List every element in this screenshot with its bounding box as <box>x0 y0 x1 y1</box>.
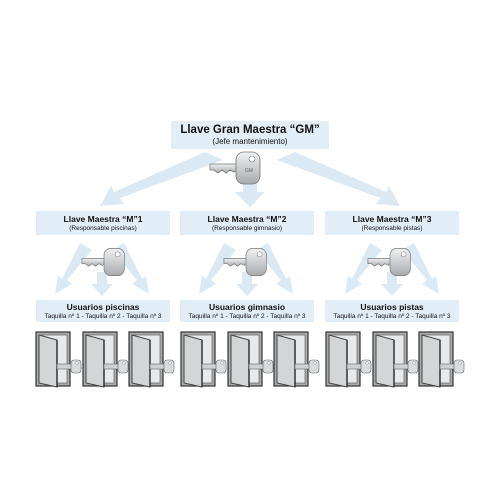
arrow-gm-to-m1 <box>100 152 223 206</box>
users-box-2: Usuarios gimnasio Taquilla nº 1 - Taquil… <box>180 300 314 322</box>
users-subtitle-2: Taquilla nº 1 - Taquilla nº 2 - Taquilla… <box>188 313 306 320</box>
locker-door-icon <box>82 331 130 394</box>
locker-door-icon <box>35 331 83 394</box>
master-title-3: Llave Maestra “M”3 <box>352 214 432 224</box>
users-box-1: Usuarios piscinas Taquilla nº 1 - Taquil… <box>36 300 170 322</box>
grand-master-key-icon: GM <box>209 151 261 185</box>
master-box-2: Llave Maestra “M”2 (Responsable gimnasio… <box>180 211 314 235</box>
grand-master-title: Llave Gran Maestra “GM” <box>180 124 320 136</box>
master-key-3-icon <box>367 248 411 276</box>
svg-text:GM: GM <box>245 168 253 174</box>
master-box-1: Llave Maestra “M”1 (Responsable piscinas… <box>36 211 170 235</box>
locker-door-icon <box>418 331 466 394</box>
arrow-m3-to-lockers <box>345 243 439 296</box>
master-box-3: Llave Maestra “M”3 (Responsable pistas) <box>325 211 459 235</box>
locker-door-icon <box>273 331 321 394</box>
users-title-3: Usuarios pistas <box>360 302 424 312</box>
locker-door-icon <box>128 331 176 394</box>
locker-door-icon <box>325 331 373 394</box>
master-key-2-icon <box>223 248 267 276</box>
master-subtitle-1: (Responsable piscinas) <box>69 225 137 232</box>
users-title-2: Usuarios gimnasio <box>208 302 286 312</box>
master-key-1-icon <box>81 248 125 276</box>
grand-master-box: Llave Gran Maestra “GM” (Jefe mantenimie… <box>171 121 329 149</box>
arrow-gm-to-m3 <box>277 152 400 206</box>
locker-door-icon <box>372 331 420 394</box>
master-title-1: Llave Maestra “M”1 <box>63 214 143 224</box>
master-title-2: Llave Maestra “M”2 <box>207 214 287 224</box>
users-subtitle-1: Taquilla nº 1 - Taquilla nº 2 - Taquilla… <box>44 313 162 320</box>
locker-door-icon <box>180 331 228 394</box>
grand-master-subtitle: (Jefe mantenimiento) <box>212 137 288 146</box>
master-subtitle-3: (Responsable pistas) <box>361 225 423 232</box>
arrow-gm-to-m2 <box>235 172 265 207</box>
users-title-1: Usuarios piscinas <box>66 302 140 312</box>
users-subtitle-3: Taquilla nº 1 - Taquilla nº 2 - Taquilla… <box>333 313 451 320</box>
master-subtitle-2: (Responsable gimnasio) <box>211 225 283 232</box>
locker-door-icon <box>227 331 275 394</box>
users-box-3: Usuarios pistas Taquilla nº 1 - Taquilla… <box>325 300 459 322</box>
